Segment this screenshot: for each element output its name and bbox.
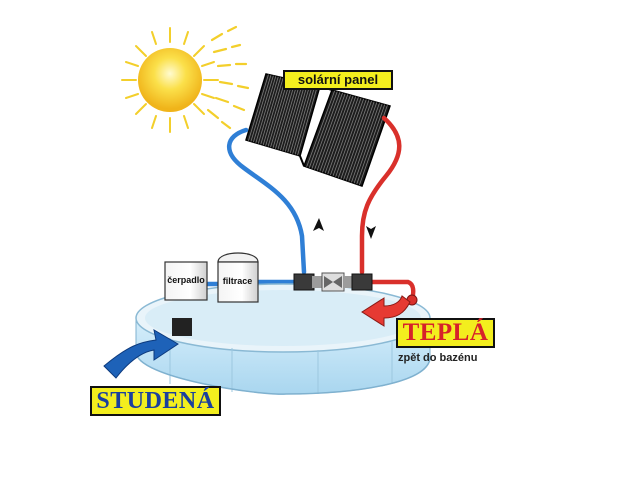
panel-tube xyxy=(279,81,301,151)
panel-tube xyxy=(292,84,314,154)
panel-tube xyxy=(297,85,318,156)
cold-water-label: STUDENÁ xyxy=(90,386,221,416)
panel-tube xyxy=(314,92,343,170)
hot-water-sublabel: zpět do bazénu xyxy=(398,352,478,364)
panel-tube xyxy=(262,77,284,146)
up-arrow-icon xyxy=(313,218,324,231)
hot-water-label: TEPLÁ xyxy=(396,318,495,348)
panel-tube xyxy=(353,103,383,184)
panel-tube xyxy=(282,82,304,152)
filter-icon xyxy=(217,252,259,303)
panel-tube xyxy=(265,78,287,146)
panel-tube xyxy=(345,101,375,181)
panel-tube xyxy=(277,80,299,150)
down-arrow-icon xyxy=(366,226,376,239)
panel-tube xyxy=(324,95,354,174)
panel-tube xyxy=(322,94,351,173)
panel-tube xyxy=(248,74,269,141)
panel-tube xyxy=(351,102,380,183)
solar-panel-icon xyxy=(245,73,391,187)
panel-tube xyxy=(287,83,309,153)
sun-icon xyxy=(121,25,250,133)
panel-tube xyxy=(257,76,279,144)
panel-tube xyxy=(260,77,282,145)
panel-tube xyxy=(255,76,277,144)
panel-tube xyxy=(329,97,359,176)
panel-tube xyxy=(316,93,346,171)
valve-icon xyxy=(293,272,373,292)
pump-label: čerpadlo xyxy=(167,275,205,285)
hot-arrow-icon xyxy=(361,295,411,327)
panel-tube xyxy=(294,84,316,155)
panel-tube xyxy=(308,91,338,168)
panel-tube xyxy=(327,96,357,175)
panel-tube xyxy=(311,92,341,169)
panel-tube xyxy=(272,79,294,149)
panel-tube xyxy=(340,100,370,179)
panel-tube xyxy=(332,97,362,177)
panel-tube xyxy=(252,75,274,143)
panel-tube xyxy=(250,74,272,142)
pool-intake xyxy=(172,318,192,336)
panel-tube xyxy=(275,80,296,149)
panel-tube xyxy=(306,90,336,168)
pool-icon xyxy=(135,283,431,395)
panel-tube xyxy=(267,78,289,147)
panel-tube xyxy=(337,99,367,178)
panel-tube xyxy=(343,100,372,180)
panel-tube xyxy=(348,102,378,182)
panel-tube xyxy=(270,79,291,148)
solar-panel-label: solární panel xyxy=(283,70,393,90)
panel-tube xyxy=(284,82,306,152)
pump-icon xyxy=(164,261,208,301)
filter-label: filtrace xyxy=(222,276,253,286)
panel-tube xyxy=(289,83,311,154)
cold-arrow-icon xyxy=(103,329,179,379)
panel-tube xyxy=(356,104,386,185)
panel-tube xyxy=(335,98,365,178)
panel-tube xyxy=(319,94,349,172)
